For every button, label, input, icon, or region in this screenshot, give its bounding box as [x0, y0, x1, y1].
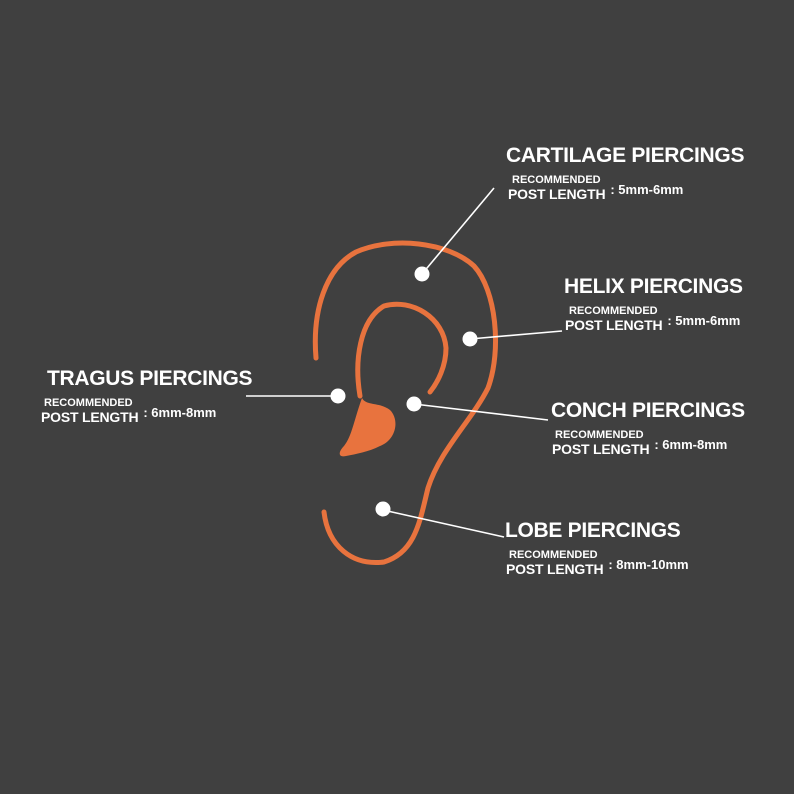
tragus-post-length: RECOMMENDED POST LENGTH : 6mm-8mm [41, 397, 252, 425]
tragus-rec-words: RECOMMENDED POST LENGTH [41, 397, 139, 425]
lobe-label: LOBE PIERCINGS RECOMMENDED POST LENGTH :… [505, 519, 689, 577]
conch-title: CONCH PIERCINGS [551, 399, 745, 422]
lobe-post-length-text: POST LENGTH [506, 561, 604, 577]
tragus-length-value: : 6mm-8mm [143, 404, 217, 420]
cartilage-rec-words: RECOMMENDED POST LENGTH [508, 174, 606, 202]
helix-post-length-text: POST LENGTH [565, 317, 663, 333]
tragus-marker [330, 388, 346, 404]
tragus-recommended-text: RECOMMENDED [44, 397, 133, 409]
cartilage-label: CARTILAGE PIERCINGS RECOMMENDED POST LEN… [506, 144, 744, 202]
ear-outer-outline [312, 240, 498, 565]
ear-inner-outline [355, 301, 449, 399]
conch-rec-words: RECOMMENDED POST LENGTH [552, 429, 650, 457]
conch-recommended-text: RECOMMENDED [555, 429, 644, 441]
helix-recommended-text: RECOMMENDED [569, 305, 658, 317]
tragus-post-length-text: POST LENGTH [41, 409, 139, 425]
conch-leader-line [413, 403, 549, 421]
conch-length-value: : 6mm-8mm [654, 436, 728, 452]
tragus-shape [339, 398, 396, 457]
helix-marker [462, 331, 478, 347]
tragus-label: TRAGUS PIERCINGS RECOMMENDED POST LENGTH… [41, 367, 253, 425]
tragus-title: TRAGUS PIERCINGS [47, 367, 253, 390]
conch-post-length: RECOMMENDED POST LENGTH : 6mm-8mm [552, 429, 745, 457]
lobe-title: LOBE PIERCINGS [505, 519, 681, 542]
cartilage-title: CARTILAGE PIERCINGS [506, 144, 745, 167]
lobe-rec-words: RECOMMENDED POST LENGTH [506, 549, 604, 577]
cartilage-post-length: RECOMMENDED POST LENGTH : 5mm-6mm [508, 174, 744, 202]
helix-post-length: RECOMMENDED POST LENGTH : 5mm-6mm [565, 305, 743, 333]
helix-rec-words: RECOMMENDED POST LENGTH [565, 305, 663, 333]
cartilage-recommended-text: RECOMMENDED [512, 174, 601, 186]
lobe-length-value: : 8mm-10mm [608, 556, 689, 572]
lobe-post-length: RECOMMENDED POST LENGTH : 8mm-10mm [506, 549, 689, 577]
conch-marker [406, 396, 422, 412]
cartilage-length-value: : 5mm-6mm [610, 181, 684, 197]
lobe-leader-line [382, 509, 505, 538]
conch-label: CONCH PIERCINGS RECOMMENDED POST LENGTH … [551, 399, 745, 457]
cartilage-leader-line [421, 187, 495, 275]
helix-title: HELIX PIERCINGS [564, 275, 743, 298]
cartilage-marker [414, 266, 430, 282]
helix-label: HELIX PIERCINGS RECOMMENDED POST LENGTH … [564, 275, 743, 333]
lobe-recommended-text: RECOMMENDED [509, 549, 598, 561]
helix-length-value: : 5mm-6mm [667, 312, 741, 328]
helix-leader-line [469, 330, 563, 340]
cartilage-post-length-text: POST LENGTH [508, 186, 606, 202]
conch-post-length-text: POST LENGTH [552, 441, 650, 457]
lobe-marker [375, 501, 391, 517]
